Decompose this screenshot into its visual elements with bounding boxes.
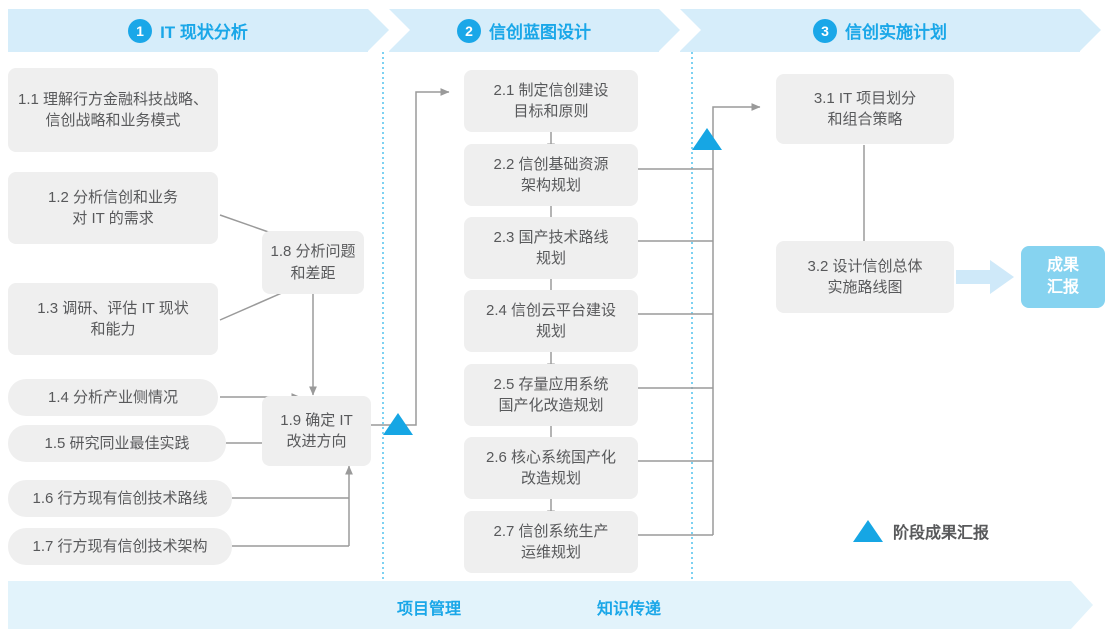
node-1-8[interactable]: 1.8 分析问题 和差距 (262, 231, 364, 294)
edge-trunk-to-3-1 (712, 103, 761, 535)
node-1-6[interactable]: 1.6 行方现有信创技术路线 (8, 480, 232, 517)
node-1-1[interactable]: 1.1 理解行方金融科技战略、 信创战略和业务模式 (8, 68, 218, 152)
stage-number-3: 3 (813, 18, 837, 43)
chevron-right-icon (368, 9, 389, 51)
result-badge[interactable]: 成果 汇报 (1021, 246, 1105, 308)
node-1-7[interactable]: 1.7 行方现有信创技术架构 (8, 528, 232, 565)
node-1-4[interactable]: 1.4 分析产业侧情况 (8, 379, 218, 416)
chevron-right-icon (1080, 9, 1101, 51)
milestone-triangle-stage2 (692, 128, 722, 150)
footer-band (8, 581, 1093, 629)
footer-label-knowledge-transfer: 知识传递 (597, 601, 662, 618)
edge-1-9-to-2-1 (371, 88, 450, 426)
footer-label-project-management: 项目管理 (397, 601, 462, 618)
stage-band-1: 1 IT 现状分析 (8, 9, 389, 52)
node-3-1[interactable]: 3.1 IT 项目划分 和组合策略 (776, 74, 954, 144)
node-2-3[interactable]: 2.3 国产技术路线 规划 (464, 217, 638, 279)
stage-label-2: 信创蓝图设计 (489, 23, 591, 42)
stage-band-2: 2 信创蓝图设计 (389, 9, 680, 52)
node-2-7[interactable]: 2.7 信创系统生产 运维规划 (464, 511, 638, 573)
node-2-2[interactable]: 2.2 信创基础资源 架构规划 (464, 144, 638, 206)
stage-number-1: 1 (128, 18, 153, 43)
stage-number-2: 2 (457, 18, 481, 43)
chevron-notch-left-2 (389, 9, 410, 51)
milestone-triangle-stage1 (383, 413, 413, 435)
node-2-5[interactable]: 2.5 存量应用系统 国产化改造规划 (464, 364, 638, 426)
node-2-4[interactable]: 2.4 信创云平台建设 规划 (464, 290, 638, 352)
node-2-1[interactable]: 2.1 制定信创建设 目标和原则 (464, 70, 638, 132)
node-1-5[interactable]: 1.5 研究同业最佳实践 (8, 425, 226, 462)
node-2-6[interactable]: 2.6 核心系统国产化 改造规划 (464, 437, 638, 499)
node-1-9[interactable]: 1.9 确定 IT 改进方向 (262, 396, 371, 466)
stage-label-1: IT 现状分析 (160, 23, 248, 42)
chevron-notch-left-3 (680, 9, 701, 51)
node-1-2[interactable]: 1.2 分析信创和业务 对 IT 的需求 (8, 172, 218, 244)
triangle-icon (853, 520, 883, 542)
legend-label: 阶段成果汇报 (893, 525, 990, 542)
edge-3-2-to-result-badge (956, 260, 1014, 294)
node-1-3[interactable]: 1.3 调研、评估 IT 现状 和能力 (8, 283, 218, 355)
legend: 阶段成果汇报 (853, 519, 989, 543)
stage-band-3: 3 信创实施计划 (680, 9, 1101, 52)
node-3-2[interactable]: 3.2 设计信创总体 实施路线图 (776, 241, 954, 313)
stage-label-3: 信创实施计划 (845, 23, 947, 42)
chevron-right-icon (659, 9, 680, 51)
